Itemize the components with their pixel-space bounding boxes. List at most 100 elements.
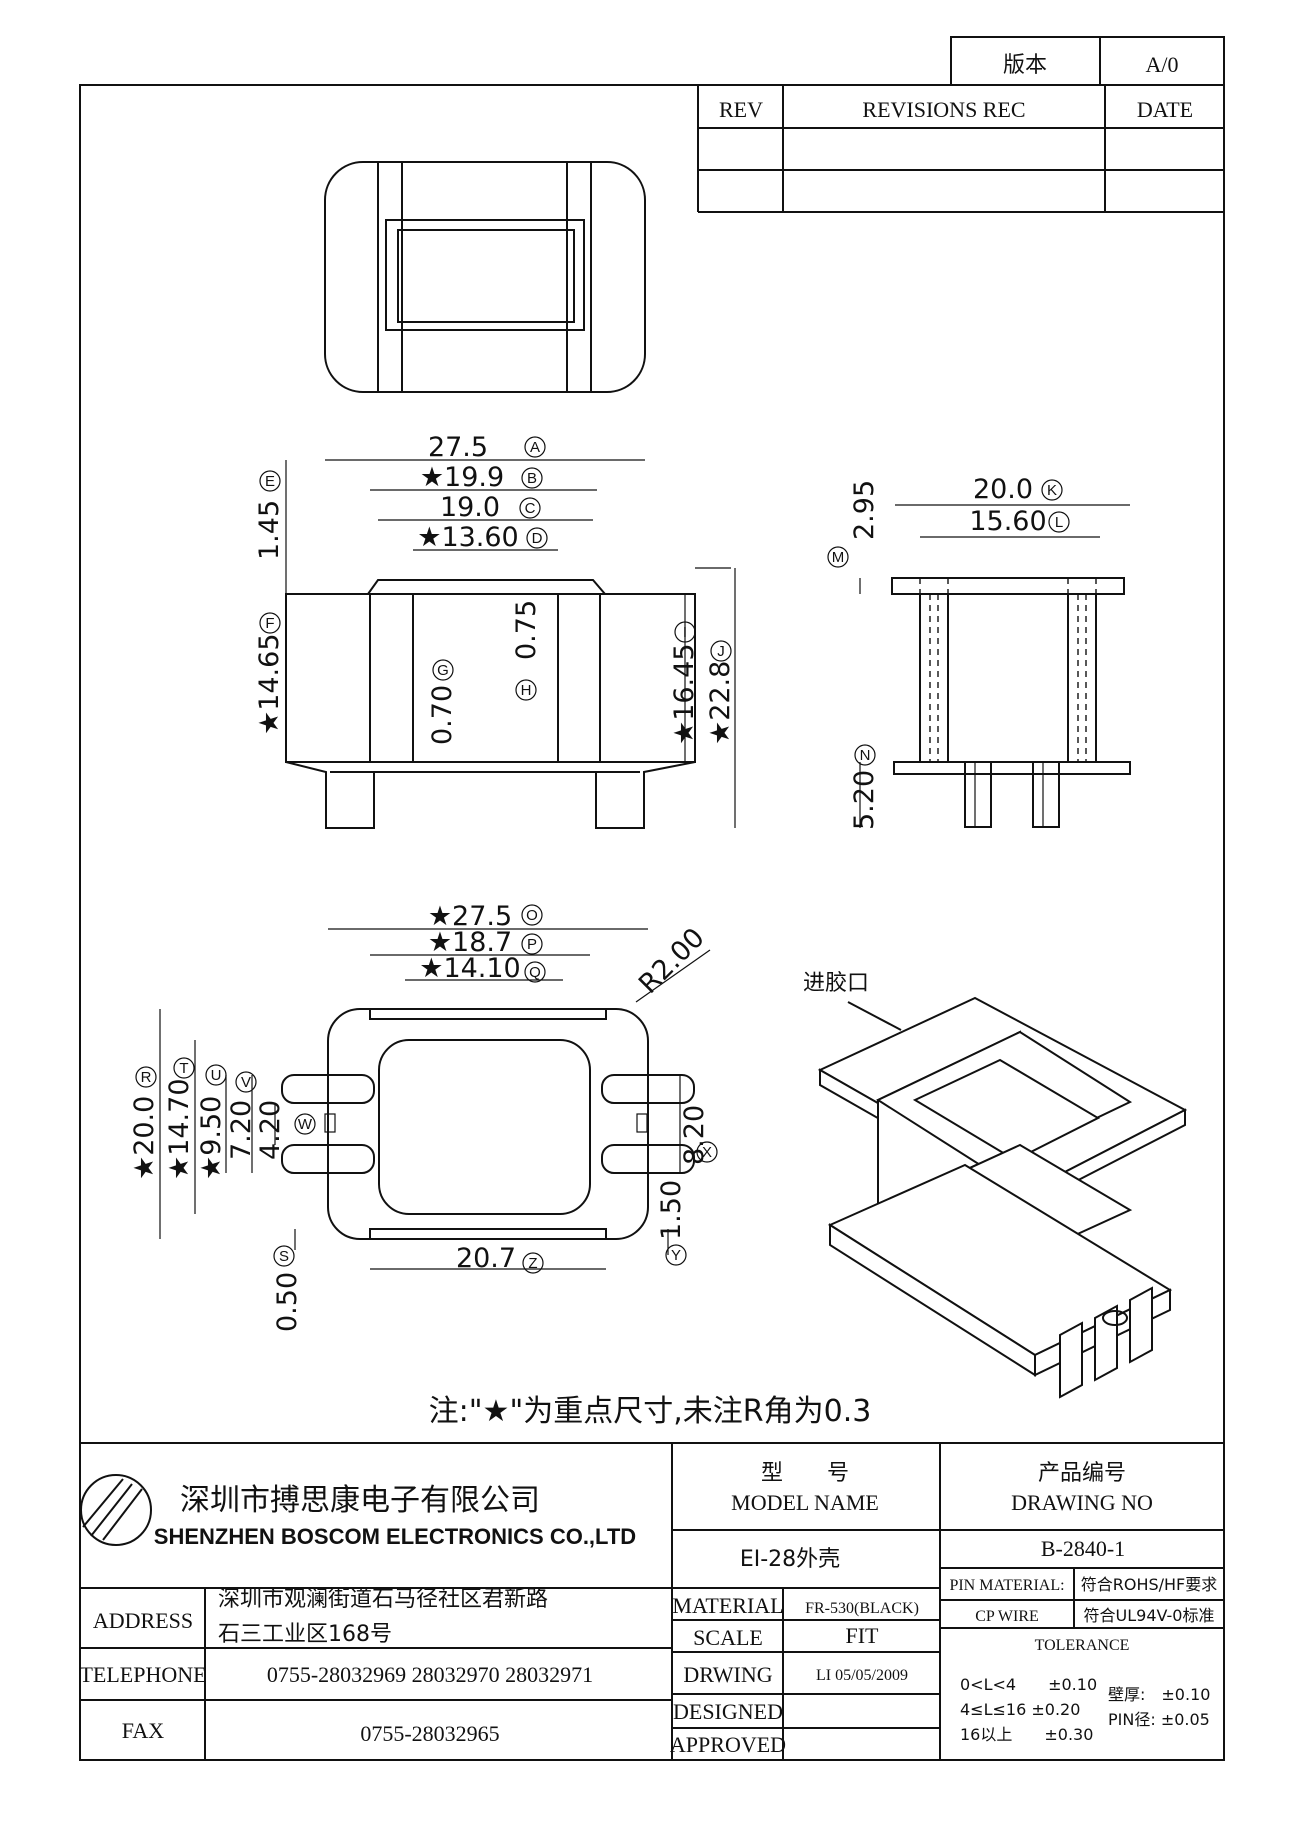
dim-4-20: 4.20 — [255, 1100, 286, 1160]
circled-markers: A B C D E F G H I J K L M N O P Q R S T … — [135, 436, 1070, 1274]
dim-7-20: 7.20 — [226, 1100, 257, 1160]
dimension-text: 27.5 ★19.9 19.0 ★13.60 1.45 ★14.65 0.70 … — [129, 432, 1047, 1332]
front-view — [285, 579, 696, 829]
dim-8-20: 8.20 — [679, 1105, 710, 1165]
model-value: EI-28外壳 — [740, 1547, 840, 1572]
date-heading: DATE — [1137, 97, 1193, 122]
marker-j: J — [717, 643, 725, 660]
marker-y: Y — [671, 1247, 681, 1264]
material-label: MATERIAL — [672, 1593, 783, 1618]
telephone-value: 0755-28032969 28032970 28032971 — [267, 1662, 593, 1687]
radius-r2-00: R2.00 — [633, 922, 711, 1000]
dim-14-65: ★14.65 — [254, 633, 285, 735]
marker-s: S — [279, 1248, 289, 1265]
approved-label: APPROVED — [670, 1732, 786, 1757]
marker-b: B — [527, 470, 537, 487]
tolerance-heading: TOLERANCE — [1035, 1637, 1130, 1654]
dim-0-50: 0.50 — [272, 1272, 303, 1332]
drawing-no-cn: 产品编号 — [1038, 1461, 1126, 1486]
marker-n: N — [860, 747, 871, 764]
company-name-cn: 深圳市搏思康电子有限公司 — [180, 1483, 540, 1518]
title-block: 深圳市搏思康电子有限公司 SHENZHEN BOSCOM ELECTRONICS… — [79, 1442, 1224, 1760]
dim-15-60: 15.60 — [969, 506, 1046, 537]
dim-20-0-bottom: ★20.0 — [129, 1096, 160, 1180]
wall-tolerance: 壁厚: ±0.10 — [1108, 1685, 1210, 1704]
dim-5-20: 5.20 — [849, 770, 880, 830]
ul-value: 符合UL94V-0标准 — [1084, 1606, 1215, 1625]
dim-20-0-side: 20.0 — [973, 474, 1033, 505]
dim-19-0: 19.0 — [440, 492, 500, 523]
drwing-label: DRWING — [683, 1662, 772, 1687]
dim-0-75: 0.75 — [511, 600, 542, 660]
revision-table: 版本 A/0 REV REVISIONS REC DATE — [79, 36, 1225, 1761]
dim-2-95: 2.95 — [849, 480, 880, 540]
marker-r: R — [141, 1069, 152, 1086]
version-label: 版本 — [1003, 53, 1047, 78]
dim-27-5-top: 27.5 — [428, 432, 488, 463]
cp-wire-label: CP WIRE — [975, 1608, 1039, 1625]
tolerance-line-2: 4≤L≤16 ±0.20 — [960, 1700, 1080, 1719]
marker-h: H — [521, 682, 532, 699]
marker-g: G — [437, 662, 449, 679]
marker-x: X — [702, 1144, 712, 1161]
company-logo-icon — [80, 1474, 152, 1546]
top-view — [324, 161, 646, 393]
pin-material-label: PIN MATERIAL: — [949, 1577, 1064, 1594]
drawing-no-en: DRAWING NO — [1011, 1490, 1153, 1515]
pin-tolerance: PIN径: ±0.05 — [1108, 1710, 1210, 1729]
dim-14-10: ★14.10 — [419, 953, 521, 984]
revisions-rec-heading: REVISIONS REC — [862, 97, 1025, 122]
rohs-value: 符合ROHS/HF要求 — [1081, 1575, 1218, 1594]
bottom-view — [281, 1008, 695, 1240]
dim-14-70: ★14.70 — [164, 1078, 195, 1180]
marker-c: C — [525, 500, 536, 517]
gate-label: 进胶口 — [803, 971, 869, 996]
tolerance-line-1: 0<L<4 ±0.10 — [960, 1675, 1097, 1694]
company-name-en: SHENZHEN BOSCOM ELECTRONICS CO.,LTD — [154, 1524, 636, 1549]
scale-value: FIT — [846, 1623, 880, 1648]
dim-0-70: 0.70 — [427, 685, 458, 745]
marker-q: Q — [529, 964, 541, 981]
address-line-1: 深圳市观澜街道石马径社区君新路 — [218, 1587, 548, 1612]
marker-m: M — [832, 549, 845, 566]
side-view — [891, 577, 1131, 828]
marker-o: O — [526, 907, 538, 924]
version-value: A/0 — [1146, 52, 1179, 77]
marker-l: L — [1055, 514, 1063, 531]
marker-u: U — [211, 1067, 222, 1084]
isometric-view — [817, 996, 1188, 1399]
marker-d: D — [532, 530, 543, 547]
marker-i: I — [683, 624, 687, 641]
marker-w: W — [298, 1116, 313, 1133]
drwing-value: LI 05/05/2009 — [816, 1667, 908, 1684]
designed-label: DESIGNED — [673, 1699, 783, 1724]
dim-19-9: ★19.9 — [420, 462, 504, 493]
marker-v: V — [241, 1074, 251, 1091]
drawing-border — [79, 84, 1225, 1761]
marker-f: F — [265, 615, 274, 632]
marker-e: E — [265, 473, 275, 490]
dim-16-45: ★16.45 — [669, 643, 700, 745]
fax-value: 0755-28032965 — [360, 1721, 499, 1746]
tolerance-line-3: 16以上 ±0.30 — [960, 1725, 1093, 1744]
dim-22-8: ★22.8 — [705, 661, 736, 745]
drawing-value: B-2840-1 — [1041, 1536, 1125, 1561]
marker-p: P — [527, 936, 537, 953]
marker-k: K — [1047, 482, 1057, 499]
dim-20-7: 20.7 — [456, 1243, 516, 1274]
model-name-cn: 型 号 — [761, 1461, 849, 1486]
telephone-label: TELEPHONE — [79, 1662, 206, 1687]
marker-a: A — [530, 439, 540, 456]
rev-heading: REV — [719, 97, 763, 122]
dimension-lines — [159, 459, 1130, 1270]
dim-1-50: 1.50 — [656, 1180, 687, 1240]
drawing-note: 注:"★"为重点尺寸,未注R角为0.3 — [429, 1394, 872, 1429]
dim-1-45: 1.45 — [254, 500, 285, 560]
dim-27-5-bottom: ★27.5 — [428, 901, 512, 932]
fax-label: FAX — [122, 1718, 164, 1743]
dim-9-50: ★9.50 — [196, 1096, 227, 1180]
address-line-2: 石三工业区168号 — [218, 1622, 392, 1647]
dim-13-60: ★13.60 — [417, 522, 519, 553]
dim-18-7: ★18.7 — [428, 927, 512, 958]
